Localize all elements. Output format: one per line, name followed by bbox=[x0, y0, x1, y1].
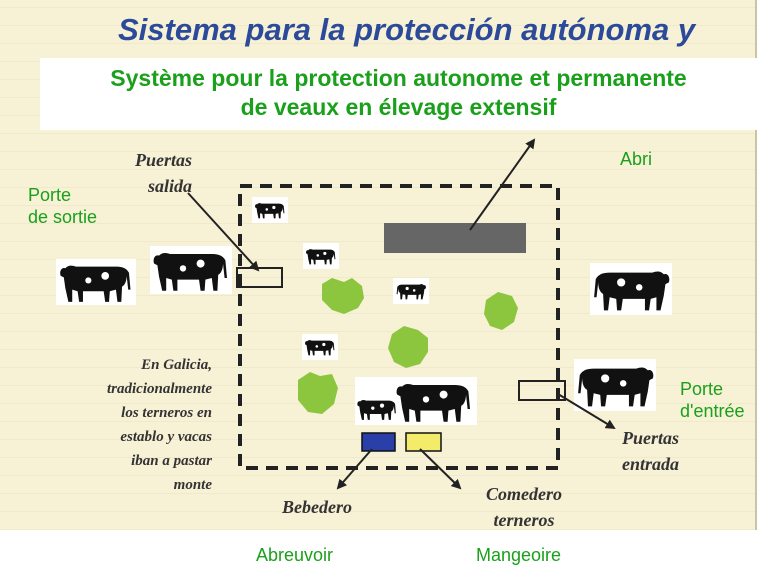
side-note-line: En Galicia, bbox=[141, 357, 212, 373]
bush bbox=[322, 278, 364, 314]
french-title-box bbox=[40, 58, 757, 130]
exit-gate-label-es-line-1: Puertas bbox=[134, 150, 192, 170]
side-note: En Galicia, tradicionalmente los ternero… bbox=[20, 353, 212, 497]
exit-gate bbox=[236, 267, 283, 288]
side-note-line: establo y vacas bbox=[120, 429, 212, 445]
arrow-feed bbox=[419, 448, 462, 490]
side-note-line: los terneros en bbox=[121, 405, 212, 421]
feeder-label-fr: Mangeoire bbox=[476, 545, 562, 565]
arrow-exit bbox=[187, 192, 260, 272]
water-trough bbox=[361, 432, 396, 452]
french-title-line-2: de veaux en élevage extensif bbox=[240, 94, 557, 120]
arrow-shelter bbox=[469, 138, 536, 231]
feeder-label-es: Comedero terneros bbox=[469, 481, 579, 533]
bush bbox=[484, 292, 518, 330]
entry-gate-label-es: Puertas entrada bbox=[622, 425, 679, 477]
side-note-line: tradicionalmente bbox=[107, 381, 212, 397]
exit-gate-label-es-line-2: salida bbox=[147, 176, 192, 196]
entry-gate-label-es-line-2: entrada bbox=[622, 454, 680, 474]
french-title: Système pour la protection autonome et p… bbox=[40, 64, 757, 122]
entry-gate-label-fr-line-2: d'entrée bbox=[680, 401, 745, 421]
shelter bbox=[384, 223, 526, 253]
calf-feeder bbox=[405, 432, 442, 452]
bushes bbox=[298, 278, 518, 414]
bush bbox=[388, 326, 428, 368]
exit-gate-label-fr-line-1: Porte bbox=[28, 185, 72, 205]
water-label-es: Bebedero bbox=[282, 497, 352, 517]
exit-gate-label-fr-line-2: de sortie bbox=[28, 207, 98, 227]
side-note-line: iban a pastar bbox=[131, 453, 212, 469]
shelter-label-fr: Abri bbox=[620, 149, 653, 169]
entry-gate-label-es-line-1: Puertas bbox=[622, 428, 680, 448]
arrow-entry bbox=[557, 393, 616, 430]
entry-gate-label-fr-line-1: Porte bbox=[680, 379, 724, 399]
spanish-title: Sistema para la protección autónoma y bbox=[118, 12, 696, 47]
cattle bbox=[56, 197, 672, 425]
feeder-label-es-line-1: Comedero bbox=[486, 484, 562, 504]
feeder-label-es-line-2: terneros bbox=[493, 510, 555, 530]
bush bbox=[298, 372, 338, 414]
exit-gate-label-es: Puertas salida bbox=[108, 147, 192, 199]
exit-gate-label-fr: Porte de sortie bbox=[28, 184, 97, 228]
french-title-line-1: Système pour la protection autonome et p… bbox=[110, 65, 687, 91]
entry-gate bbox=[518, 380, 566, 401]
water-label-fr: Abreuvoir bbox=[256, 545, 334, 565]
side-note-line: monte bbox=[173, 477, 212, 493]
arrow-water bbox=[336, 448, 373, 490]
protection-diagram bbox=[56, 138, 672, 490]
entry-gate-label-fr: Porte d'entrée bbox=[680, 378, 745, 422]
